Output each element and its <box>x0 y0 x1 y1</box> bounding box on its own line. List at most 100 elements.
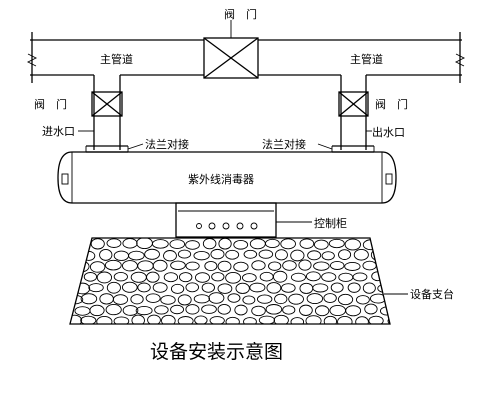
stone-texture <box>83 272 98 282</box>
stone-texture <box>242 295 256 305</box>
stone-texture <box>299 238 315 249</box>
stone-texture <box>70 249 81 261</box>
stone-texture <box>122 238 138 249</box>
stone-texture <box>329 260 345 270</box>
stone-texture <box>268 261 282 271</box>
stone-texture <box>273 314 289 324</box>
stone-texture <box>74 306 91 316</box>
stone-texture <box>185 240 200 250</box>
stone-texture <box>328 238 345 249</box>
stone-texture <box>312 283 329 293</box>
stone-texture <box>90 238 105 250</box>
stone-texture <box>299 282 314 294</box>
stone-texture <box>70 314 83 324</box>
valve-right-label: 阀 门 <box>375 97 408 111</box>
stone-texture <box>345 305 362 317</box>
stone-texture <box>170 260 186 271</box>
flange-right-leader <box>317 143 333 150</box>
stone-texture <box>163 272 179 283</box>
stone-texture <box>193 294 211 304</box>
equipment-stand-label: 设备支台 <box>410 287 454 301</box>
stone-texture <box>313 261 330 271</box>
stone-texture <box>177 249 192 259</box>
stone-texture <box>145 293 161 303</box>
stone-texture <box>131 314 145 324</box>
stone-texture <box>96 271 113 284</box>
stone-texture <box>290 249 305 262</box>
stone-texture <box>121 281 138 293</box>
stone-texture <box>163 250 177 262</box>
stone-texture <box>106 238 122 248</box>
stone-texture <box>70 261 74 273</box>
stone-texture <box>338 249 352 260</box>
stone-texture <box>258 249 274 259</box>
stone-texture <box>257 294 273 304</box>
stone-texture <box>298 259 312 271</box>
stone-texture <box>112 294 129 305</box>
stone-texture <box>152 239 169 249</box>
stone-texture <box>384 271 390 284</box>
stone-texture <box>217 303 231 315</box>
stone-texture <box>364 303 378 315</box>
stone-texture <box>194 315 208 324</box>
stone-texture <box>137 282 151 293</box>
stone-texture <box>170 304 185 315</box>
stone-texture <box>130 271 147 283</box>
stone-texture <box>136 238 153 250</box>
control-cabinet <box>175 202 277 238</box>
stone-texture <box>305 271 321 282</box>
stone-texture <box>80 293 98 305</box>
valve-left-label: 阀 门 <box>34 97 67 111</box>
stone-texture <box>266 282 282 294</box>
stone-texture <box>161 314 176 324</box>
stone-texture <box>274 293 288 305</box>
stone-texture <box>323 315 338 324</box>
stone-texture <box>282 305 296 315</box>
stone-texture <box>106 281 121 294</box>
stone-texture <box>178 272 193 283</box>
stone-texture <box>204 260 218 272</box>
inlet-branch-pipe <box>85 75 129 153</box>
stone-texture <box>113 272 128 282</box>
stone-texture <box>353 248 369 261</box>
stone-texture <box>344 261 361 271</box>
stone-texture <box>225 316 240 324</box>
stone-texture <box>227 293 241 303</box>
stone-texture <box>313 239 329 250</box>
stone-texture <box>122 305 139 316</box>
uv-sterilizer-label: 紫外线消毒器 <box>188 172 254 186</box>
stone-texture <box>185 261 200 271</box>
stone-texture <box>201 304 217 314</box>
flange-right-label: 法兰对接 <box>262 137 306 151</box>
stone-texture <box>323 293 337 303</box>
stone-texture <box>154 305 169 315</box>
stone-texture <box>355 295 370 305</box>
stone-texture <box>281 283 296 293</box>
stone-texture <box>235 282 250 294</box>
stone-texture <box>274 249 288 261</box>
stone-texture <box>243 317 257 324</box>
stone-texture <box>355 316 369 324</box>
stone-texture <box>209 316 225 324</box>
stone-texture <box>362 282 376 294</box>
stone-texture <box>369 293 387 304</box>
stone-texture <box>152 259 168 272</box>
stone-texture <box>290 272 306 282</box>
uv-sterilizer <box>57 151 397 204</box>
stone-texture <box>89 261 106 273</box>
stone-texture <box>307 250 322 261</box>
stone-texture <box>225 249 240 260</box>
stone-texture <box>194 272 210 283</box>
inlet-label: 进水口 <box>42 125 75 138</box>
stone-texture <box>251 260 266 271</box>
stone-texture <box>217 283 233 294</box>
stone-texture <box>225 272 242 284</box>
stone-texture <box>185 282 199 293</box>
stone-texture <box>170 283 185 294</box>
main-pipe-left-label: 主管道 <box>100 52 133 66</box>
stone-texture <box>74 238 88 250</box>
equipment-stand <box>69 237 391 325</box>
stone-texture <box>89 304 105 317</box>
stone-texture <box>211 272 225 282</box>
